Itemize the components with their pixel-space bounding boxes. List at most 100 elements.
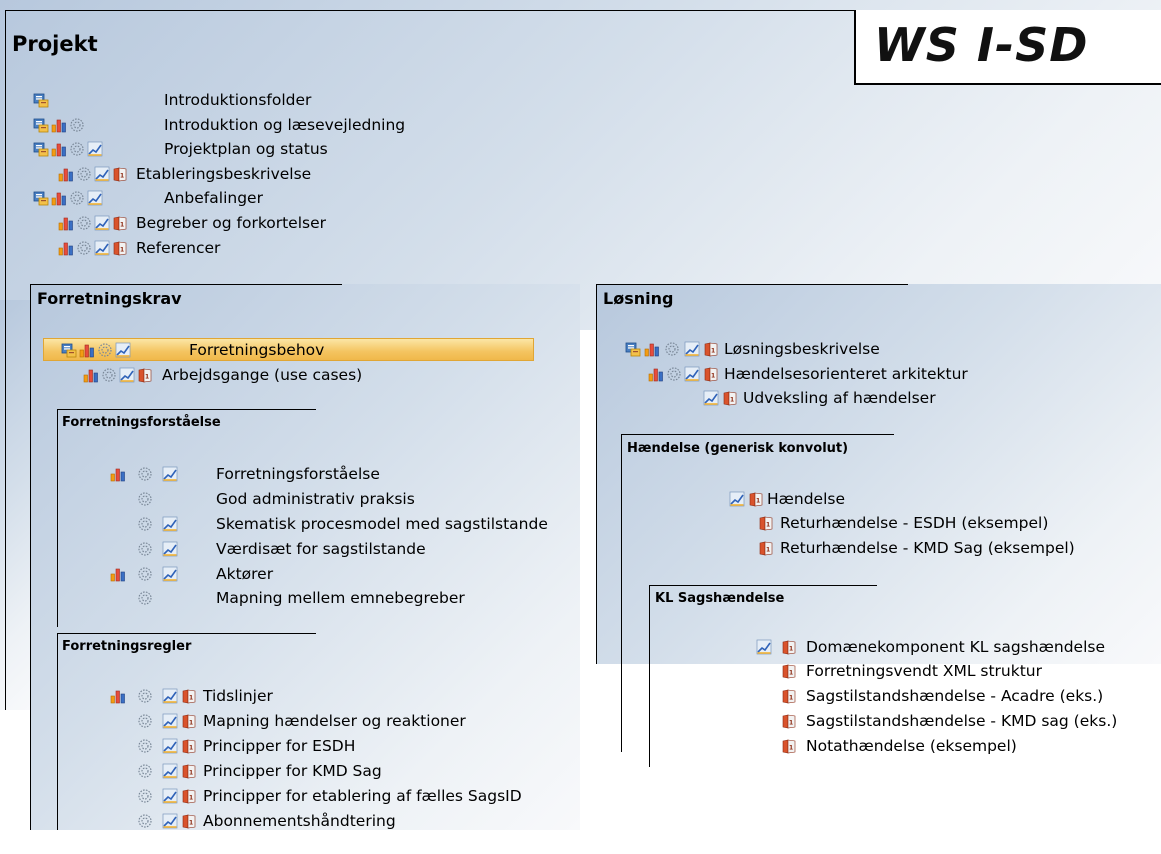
gear-icon bbox=[76, 166, 92, 182]
tree-item-introduktion[interactable]: Introduktion og læsevejledning bbox=[0, 114, 480, 136]
xml-icon bbox=[781, 738, 797, 754]
tree-item-haendelse[interactable]: Hændelse bbox=[600, 488, 1140, 510]
haendelse-left-border bbox=[621, 434, 622, 752]
tree-item-label: Sagstilstandshændelse - Acadre (eks.) bbox=[806, 687, 1104, 705]
forretningsforstaaelse-left-border bbox=[57, 409, 58, 627]
tree-item-label: Forretningsvendt XML struktur bbox=[806, 662, 1042, 680]
gear-icon bbox=[666, 366, 682, 382]
line-chart-icon bbox=[94, 166, 110, 182]
line-chart-icon bbox=[87, 190, 103, 206]
line-chart-icon bbox=[684, 366, 700, 382]
tree-item-principper-esdh[interactable]: Principper for ESDH bbox=[0, 735, 580, 757]
tree-item-label: Returhændelse - KMD Sag (eksempel) bbox=[780, 539, 1075, 557]
tree-item-anbefalinger[interactable]: Anbefalinger bbox=[0, 187, 480, 209]
tree-item-mapning-haendelser[interactable]: Mapning hændelser og reaktioner bbox=[0, 710, 580, 732]
logo-box: WS I-SD bbox=[854, 10, 1161, 85]
tree-item-forretningsforstaaelse[interactable]: Forretningsforståelse bbox=[0, 463, 580, 485]
xml-icon bbox=[758, 515, 774, 531]
tree-item-returhaendelse-esdh[interactable]: Returhændelse - ESDH (eksempel) bbox=[600, 512, 1140, 534]
tree-item-vaerdisaet[interactable]: Værdisæt for sagstilstande bbox=[0, 538, 580, 560]
tree-item-udveksling[interactable]: Udveksling af hændelser bbox=[600, 387, 1120, 409]
xml-icon bbox=[703, 366, 719, 382]
tree-item-begreber[interactable]: Begreber og forkortelser bbox=[0, 212, 480, 234]
folder-icon bbox=[33, 117, 49, 133]
tree-item-etablering[interactable]: Etableringsbeskrivelse bbox=[0, 163, 480, 185]
line-chart-icon bbox=[162, 813, 178, 829]
line-chart-icon bbox=[87, 141, 103, 157]
tree-item-label: Referencer bbox=[136, 239, 221, 257]
tree-item-label: Tidslinjer bbox=[203, 687, 273, 705]
gear-icon bbox=[137, 491, 153, 507]
xml-icon bbox=[112, 166, 128, 182]
gear-icon bbox=[137, 713, 153, 729]
tree-item-mapning-emnebegreber[interactable]: Mapning mellem emnebegreber bbox=[0, 587, 580, 609]
xml-icon bbox=[781, 639, 797, 655]
gear-icon bbox=[137, 738, 153, 754]
line-chart-icon bbox=[703, 390, 719, 406]
line-chart-icon bbox=[162, 516, 178, 532]
selected-row-highlight bbox=[43, 338, 534, 361]
tree-item-label: Hændelse bbox=[767, 490, 845, 508]
xml-icon bbox=[181, 813, 197, 829]
tree-item-label: Projektplan og status bbox=[164, 140, 328, 158]
tree-item-label: Arbejdsgange (use cases) bbox=[162, 366, 363, 384]
haendelse-top-border bbox=[621, 434, 894, 435]
forretningsregler-title: Forretningsregler bbox=[62, 639, 192, 654]
line-chart-icon bbox=[162, 738, 178, 754]
tree-item-projektplan[interactable]: Projektplan og status bbox=[0, 138, 480, 160]
gear-icon bbox=[664, 341, 680, 357]
bar-chart-icon bbox=[51, 190, 67, 206]
tree-item-skematisk[interactable]: Skematisk procesmodel med sagstilstande bbox=[0, 513, 580, 535]
kl-title: KL Sagshændelse bbox=[655, 591, 785, 606]
kl-left-border bbox=[649, 585, 650, 767]
tree-item-sagstilstand-kmd[interactable]: Sagstilstandshændelse - KMD sag (eks.) bbox=[600, 710, 1160, 732]
tree-item-referencer[interactable]: Referencer bbox=[0, 237, 480, 259]
tree-item-loesningsbeskrivelse[interactable]: Løsningsbeskrivelse bbox=[600, 338, 1120, 360]
loesning-top-border bbox=[596, 284, 908, 285]
xml-icon bbox=[748, 491, 764, 507]
forretningskrav-left-border bbox=[30, 284, 31, 830]
logo-text: WS I-SD bbox=[874, 18, 1089, 72]
tree-item-arbejdsgange[interactable]: Arbejdsgange (use cases) bbox=[0, 364, 480, 386]
tree-item-returhaendelse-kmd[interactable]: Returhændelse - KMD Sag (eksempel) bbox=[600, 537, 1140, 559]
bar-chart-icon bbox=[110, 466, 126, 482]
folder-icon bbox=[625, 341, 641, 357]
gear-icon bbox=[137, 688, 153, 704]
tree-item-abonnement[interactable]: Abonnementshåndtering bbox=[0, 810, 580, 832]
tree-item-god-praksis[interactable]: God administrativ praksis bbox=[0, 488, 580, 510]
tree-item-domaenekomponent[interactable]: Domænekomponent KL sagshændelse bbox=[600, 636, 1160, 658]
tree-item-forretningsbehov[interactable]: Forretningsbehov bbox=[43, 339, 534, 361]
tree-item-aktoerer[interactable]: Aktører bbox=[0, 563, 580, 585]
bar-chart-icon bbox=[58, 166, 74, 182]
tree-item-haendelsesorienteret[interactable]: Hændelsesorienteret arkitektur bbox=[600, 363, 1120, 385]
line-chart-icon bbox=[162, 466, 178, 482]
tree-item-notathaendelse[interactable]: Notathændelse (eksempel) bbox=[600, 735, 1160, 757]
bar-chart-icon bbox=[51, 141, 67, 157]
loesning-title: Løsning bbox=[603, 289, 674, 308]
gear-icon bbox=[137, 813, 153, 829]
tree-item-principper-sagsid[interactable]: Principper for etablering af fælles Sags… bbox=[0, 785, 580, 807]
tree-item-tidslinjer[interactable]: Tidslinjer bbox=[0, 685, 580, 707]
xml-icon bbox=[181, 763, 197, 779]
gear-icon bbox=[97, 342, 113, 358]
tree-item-label: Etableringsbeskrivelse bbox=[136, 165, 312, 183]
xml-icon bbox=[181, 713, 197, 729]
tree-item-label: God administrativ praksis bbox=[216, 490, 415, 508]
projekt-title: Projekt bbox=[12, 32, 98, 56]
gear-icon bbox=[137, 541, 153, 557]
tree-item-sagstilstand-acadre[interactable]: Sagstilstandshændelse - Acadre (eks.) bbox=[600, 685, 1160, 707]
tree-item-principper-kmd[interactable]: Principper for KMD Sag bbox=[0, 760, 580, 782]
xml-icon bbox=[781, 688, 797, 704]
line-chart-icon bbox=[162, 763, 178, 779]
tree-item-forretningsvendt-xml[interactable]: Forretningsvendt XML struktur bbox=[600, 660, 1160, 682]
forretningskrav-top-border bbox=[30, 284, 342, 285]
gear-icon bbox=[76, 215, 92, 231]
xml-icon bbox=[181, 738, 197, 754]
forretningskrav-title: Forretningskrav bbox=[37, 289, 182, 308]
tree-item-label: Introduktionsfolder bbox=[164, 91, 312, 109]
xml-icon bbox=[781, 663, 797, 679]
gear-icon bbox=[137, 566, 153, 582]
gear-icon bbox=[69, 141, 85, 157]
tree-item-label: Udveksling af hændelser bbox=[743, 389, 936, 407]
tree-item-introduktionsfolder[interactable]: Introduktionsfolder bbox=[0, 89, 480, 111]
